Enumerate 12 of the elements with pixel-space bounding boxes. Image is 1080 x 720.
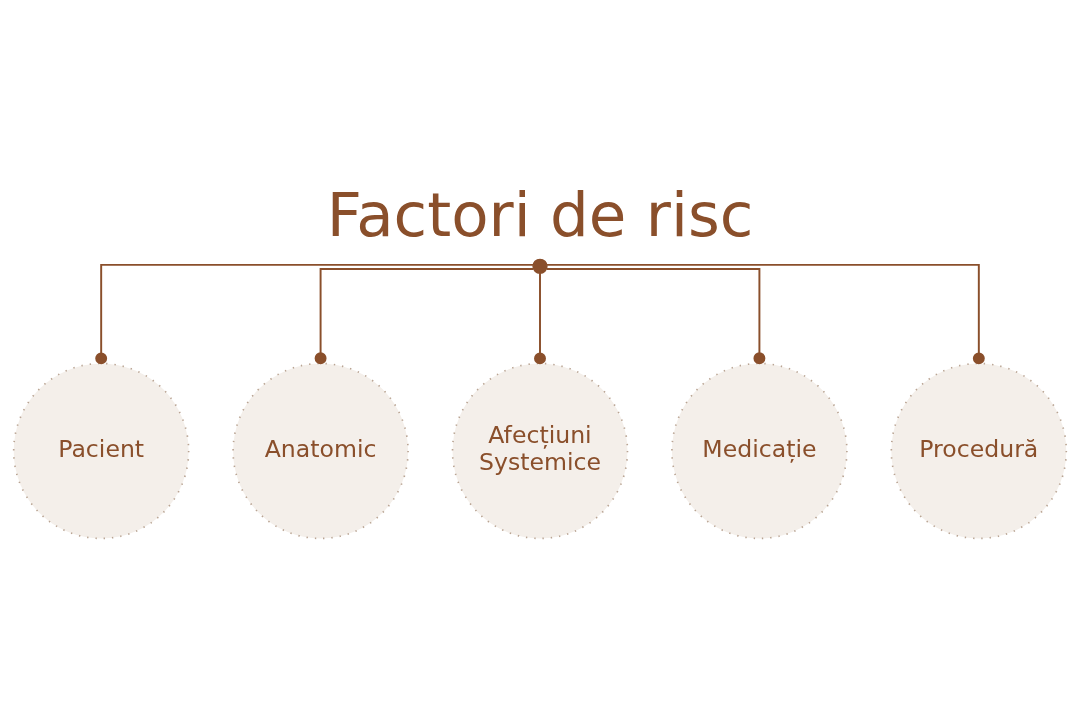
node-circle: Afecțiuni Systemice [451,362,629,540]
connector [545,268,766,365]
connector [95,263,535,365]
connector [534,272,546,365]
node-circle [532,258,548,274]
node-circle: Pacient [12,362,190,540]
node-circle: Medicație [671,362,848,540]
node-circle: Procedură [890,362,1068,540]
connector [545,263,985,365]
connector [314,268,535,365]
diagram-title: Factori de risc [326,178,754,250]
node-circle: Anatomic [232,362,409,540]
